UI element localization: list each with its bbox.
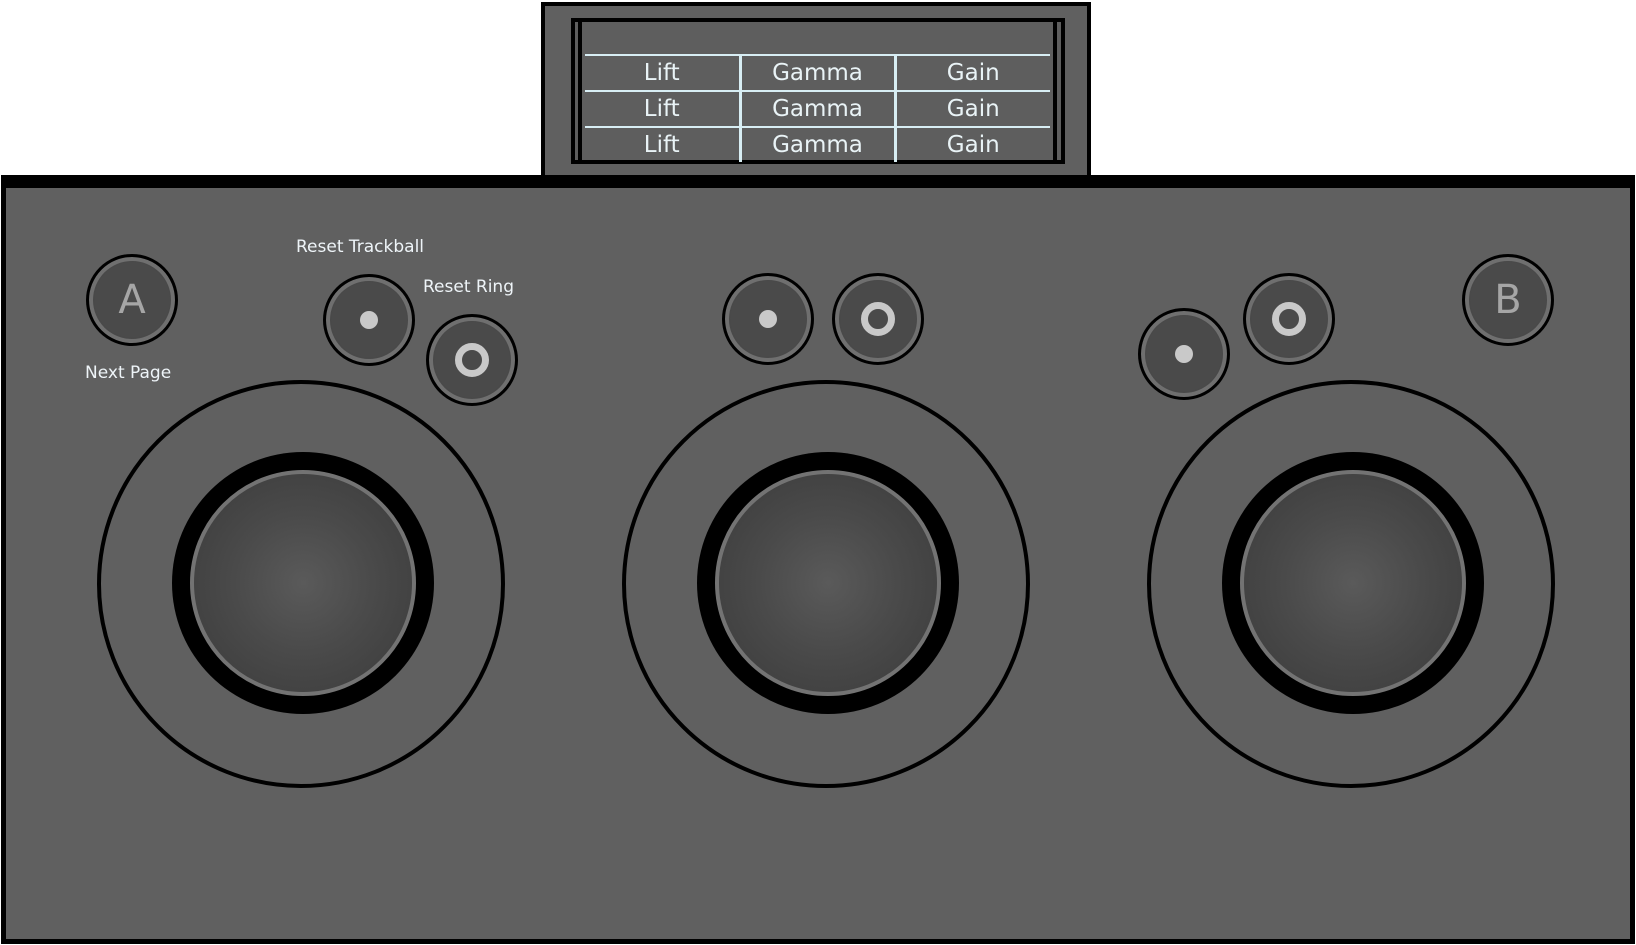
ring-icon	[861, 302, 895, 336]
next-page-label: Next Page	[85, 363, 172, 383]
lcd-display: Lift Gamma Gain Lift Gamma Gain Lift Gam…	[585, 54, 1050, 162]
button-b-letter: B	[1494, 277, 1522, 323]
lcd-cell-gamma: Gamma	[738, 90, 895, 127]
reset-ring-label: Reset Ring	[423, 277, 514, 297]
next-page-button-a[interactable]: A	[86, 254, 178, 346]
reset-trackball-button-right[interactable]	[1138, 308, 1230, 400]
trackball-left[interactable]	[190, 470, 416, 696]
reset-trackball-button-middle[interactable]	[722, 273, 814, 365]
dot-icon	[1175, 345, 1193, 363]
ring-icon	[455, 343, 489, 377]
lcd-cell-gain: Gain	[893, 126, 1050, 162]
trackball-right[interactable]	[1240, 470, 1466, 696]
lcd-cell-gain: Gain	[893, 90, 1050, 127]
lcd-row: Lift Gamma Gain	[585, 54, 1050, 91]
lcd-cell-lift: Lift	[585, 126, 740, 162]
reset-ring-button-left[interactable]	[426, 314, 518, 406]
dot-icon	[360, 311, 378, 329]
dot-icon	[759, 310, 777, 328]
reset-ring-button-right[interactable]	[1243, 273, 1335, 365]
ring-icon	[1272, 302, 1306, 336]
button-b[interactable]: B	[1462, 254, 1554, 346]
lcd-cell-gamma: Gamma	[738, 54, 895, 91]
reset-trackball-label: Reset Trackball	[296, 237, 425, 257]
trackball-middle[interactable]	[715, 470, 941, 696]
lcd-row: Lift Gamma Gain	[585, 90, 1050, 127]
reset-trackball-button-left[interactable]	[323, 274, 415, 366]
lcd-cell-gamma: Gamma	[738, 126, 895, 162]
lcd-row: Lift Gamma Gain	[585, 126, 1050, 162]
reset-ring-button-middle[interactable]	[832, 273, 924, 365]
lcd-cell-lift: Lift	[585, 90, 740, 127]
lcd-cell-lift: Lift	[585, 54, 740, 91]
lcd-cell-gain: Gain	[893, 54, 1050, 91]
display-bezel-inner	[578, 20, 1057, 162]
button-a-letter: A	[118, 277, 146, 323]
